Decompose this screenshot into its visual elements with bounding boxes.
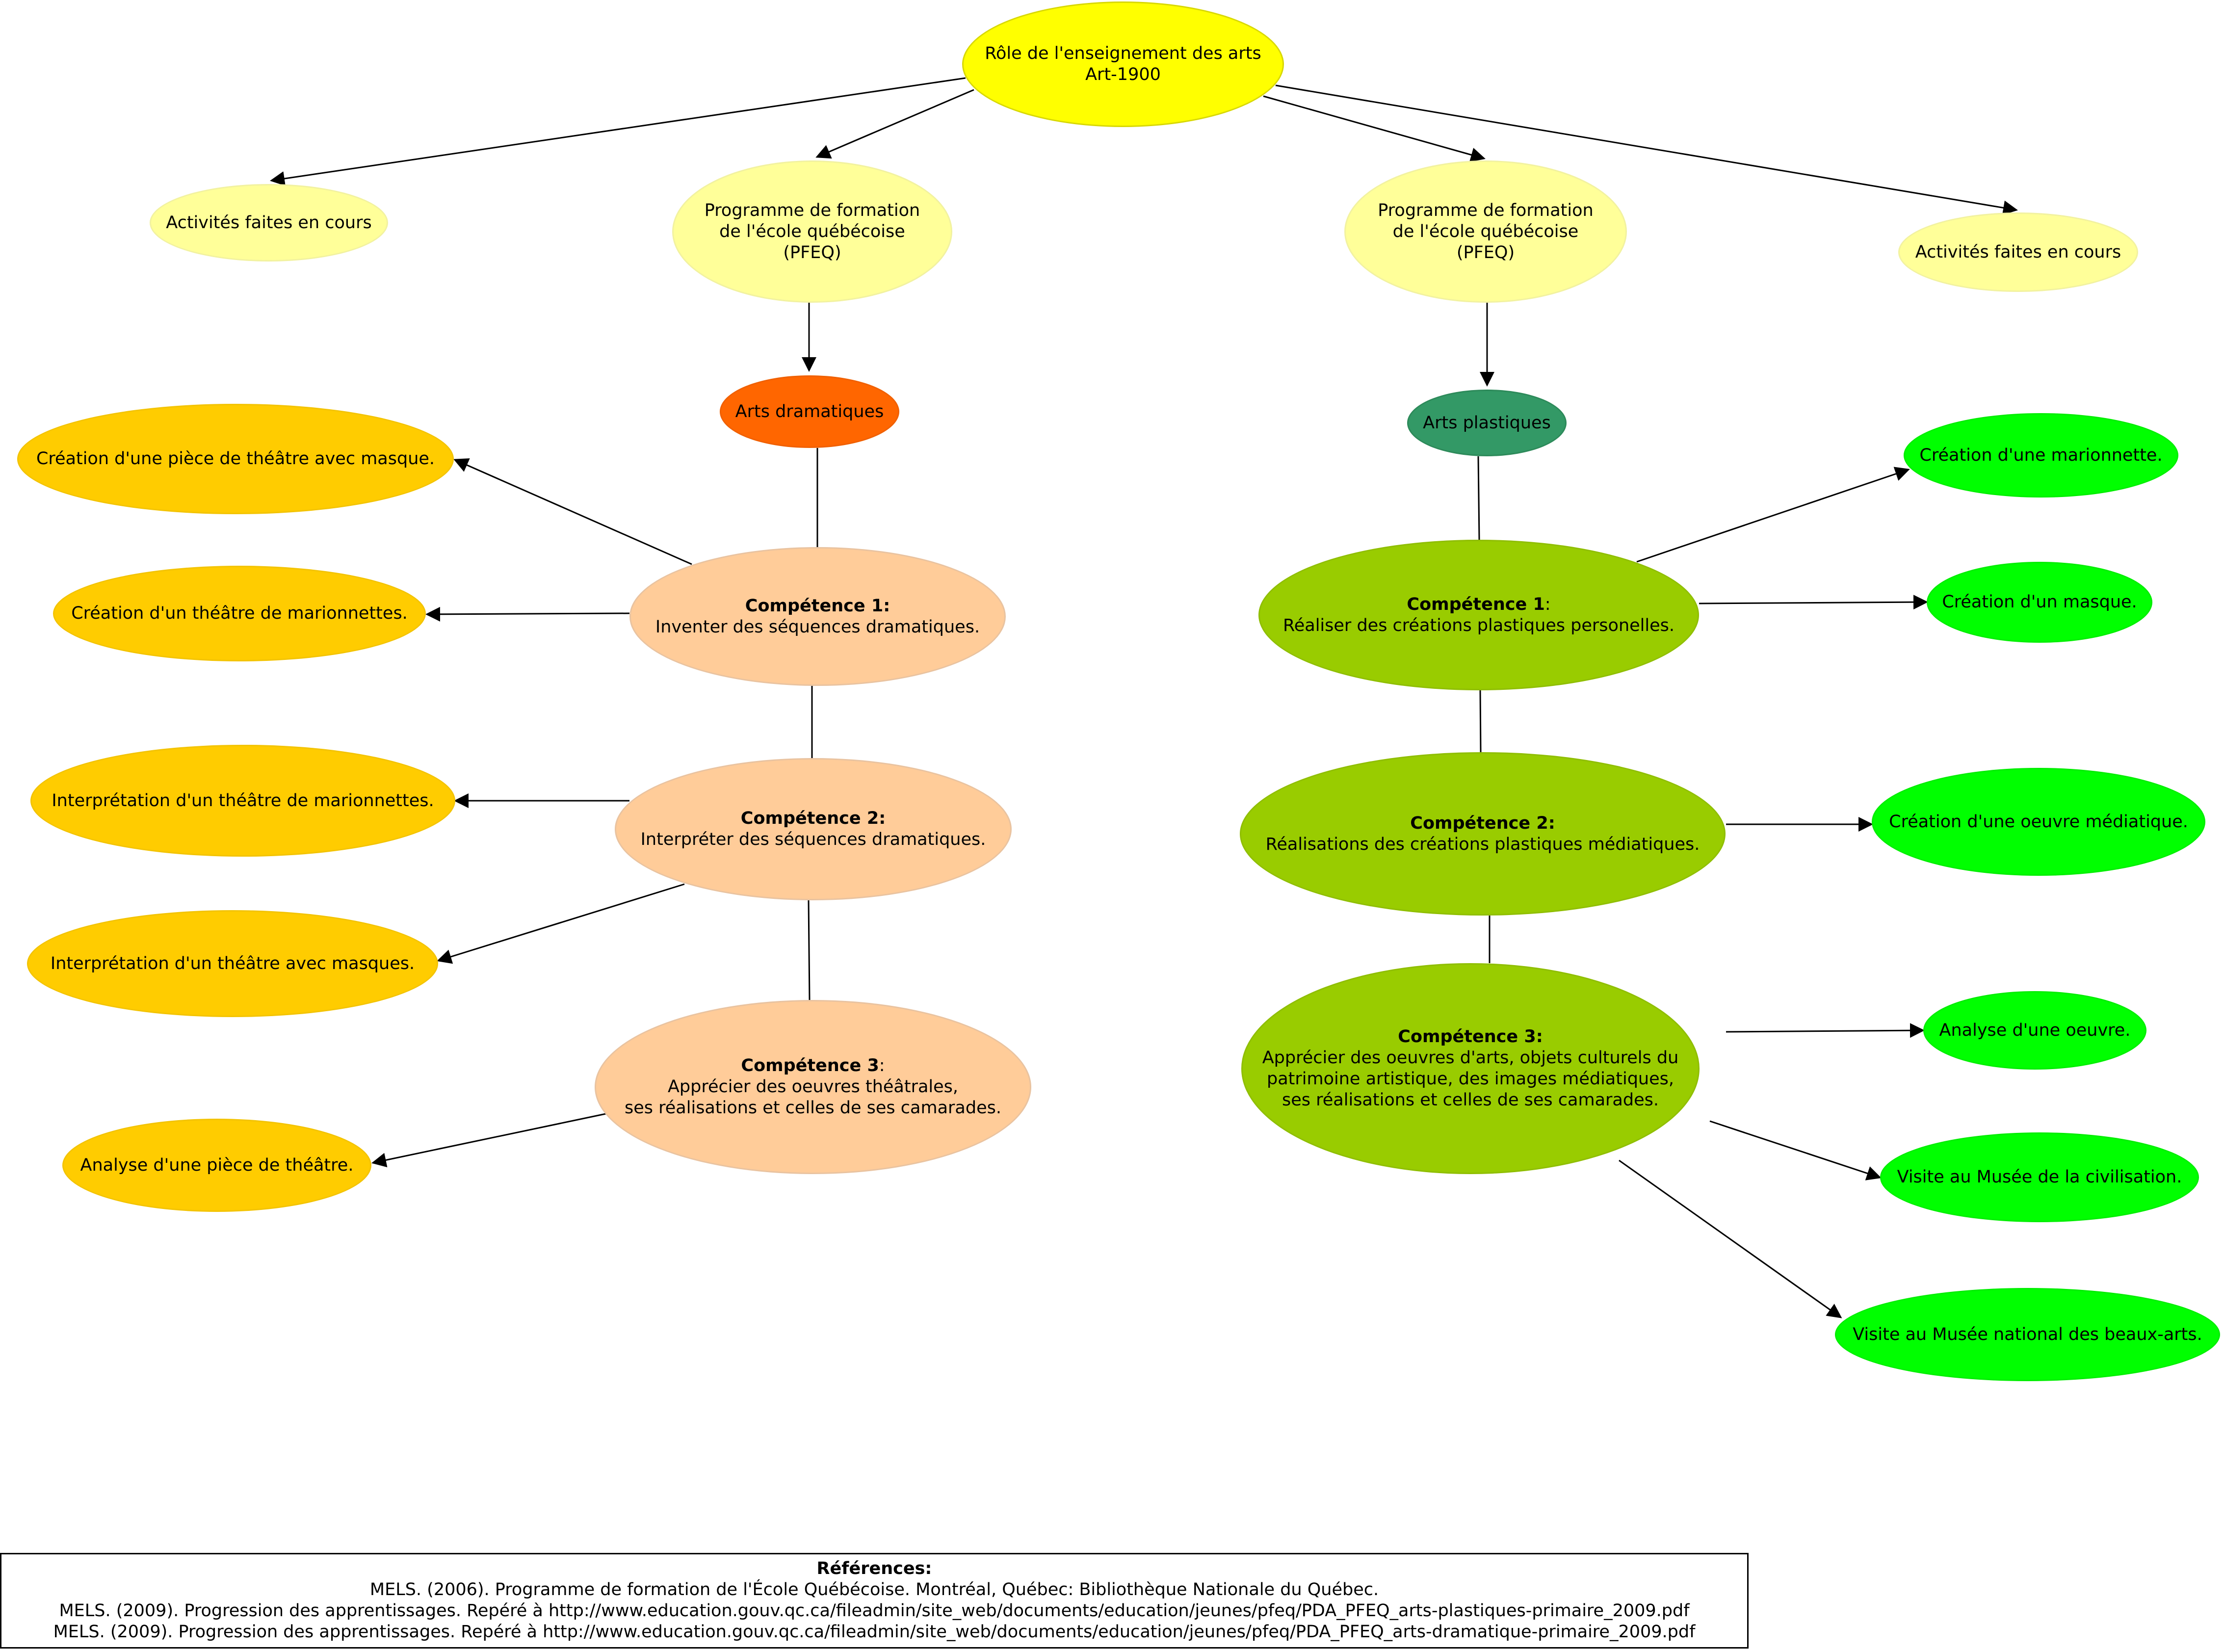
plastic-activity-6-label: Visite au Musée national des beaux-arts.	[1853, 1324, 2202, 1344]
reference-item: MELS. (2009). Progression des apprentiss…	[53, 1622, 1696, 1642]
drama-activity-1-label: Création d'une pièce de théâtre avec mas…	[36, 449, 435, 469]
plastic-activity-5-label: Visite au Musée de la civilisation.	[1897, 1167, 2182, 1187]
drama-c3-line2: ses réalisations et celles de ses camara…	[625, 1098, 1001, 1118]
plastic-activity-1-label: Création d'une marionnette.	[1919, 445, 2163, 465]
drama-node: Arts dramatiques	[720, 375, 899, 448]
plastic-c1-text: Réaliser des créations plastiques person…	[1282, 615, 1675, 635]
drama-activity-5: Analyse d'une pièce de théâtre.	[62, 1119, 371, 1212]
left-activities-label: Activités faites en cours	[166, 212, 372, 233]
plastic-activity-4: Analyse d'une oeuvre.	[1923, 991, 2146, 1070]
drama-competence-1: Compétence 1: Inventer des séquences dra…	[629, 547, 1006, 686]
plastic-activity-2: Création d'un masque.	[1927, 562, 2152, 643]
plastic-activity-2-label: Création d'un masque.	[1942, 592, 2137, 612]
plastic-activity-6: Visite au Musée national des beaux-arts.	[1835, 1288, 2220, 1381]
plastic-competence-2: Compétence 2: Réalisations des créations…	[1240, 752, 1726, 916]
plastic-c3-line2: patrimoine artistique, des images médiat…	[1267, 1069, 1674, 1089]
drama-activity-4: Interprétation d'un théâtre avec masques…	[27, 910, 438, 1017]
pfeq-left-line1: Programme de formation	[704, 200, 920, 220]
plastic-c3-head: Compétence 3:	[1398, 1027, 1543, 1047]
references-box: Références: MELS. (2006). Programme de f…	[0, 1553, 1749, 1649]
edge-dc3-act5	[371, 1113, 606, 1168]
drama-activity-2-label: Création d'un théâtre de marionnettes.	[71, 603, 408, 623]
drama-activity-5-label: Analyse d'une pièce de théâtre.	[80, 1155, 354, 1175]
drama-activity-2: Création d'un théâtre de marionnettes.	[53, 566, 426, 661]
root-node: Rôle de l'enseignement des arts Art-1900	[962, 1, 1284, 127]
plastic-activity-3-label: Création d'une oeuvre médiatique.	[1889, 812, 2188, 832]
drama-activity-3-label: Interprétation d'un théâtre de marionnet…	[52, 790, 434, 811]
drama-title: Arts dramatiques	[735, 401, 884, 421]
drama-competence-3: Compétence 3: Apprécier des oeuvres théâ…	[595, 1000, 1031, 1174]
plastic-c1-head: Compétence 1	[1407, 594, 1545, 614]
drama-activity-3: Interprétation d'un théâtre de marionnet…	[30, 745, 455, 857]
edge-drama-c2-c3	[808, 900, 811, 1000]
drama-activity-4-label: Interprétation d'un théâtre avec masques…	[50, 953, 415, 973]
pfeq-right-line3: (PFEQ)	[1456, 242, 1515, 262]
root-line2: Art-1900	[1085, 65, 1161, 84]
edge-dc2-act4	[437, 883, 685, 964]
edge-plastic-c1-c2	[1479, 690, 1482, 753]
pfeq-left-line3: (PFEQ)	[783, 242, 841, 262]
edge-pc3-act4	[1726, 1023, 1925, 1038]
edge-root-right-activities	[1275, 84, 2018, 215]
drama-competence-2: Compétence 2: Interpréter des séquences …	[615, 758, 1012, 900]
plastic-competence-1: Compétence 1: Réaliser des créations pla…	[1258, 540, 1699, 690]
plastic-competence-3: Compétence 3: Apprécier des oeuvres d'ar…	[1241, 963, 1700, 1174]
drama-c2-text: Interpréter des séquences dramatiques.	[640, 830, 986, 849]
edge-root-pfeq-left	[815, 89, 974, 159]
plastic-activity-1: Création d'une marionnette.	[1904, 413, 2178, 498]
pfeq-right-node: Programme de formation de l'école québéc…	[1344, 160, 1627, 303]
left-activities-node: Activités faites en cours	[150, 184, 388, 262]
plastic-c1-colon: :	[1544, 594, 1551, 614]
pfeq-right-line1: Programme de formation	[1378, 200, 1594, 220]
edge-root-left-activities	[270, 77, 966, 186]
edge-pc3-act6	[1619, 1159, 1842, 1318]
drama-c3-head: Compétence 3	[741, 1056, 879, 1075]
plastic-activity-4-label: Analyse d'une oeuvre.	[1939, 1020, 2131, 1040]
plastic-c3-line1: Apprécier des oeuvres d'arts, objets cul…	[1262, 1048, 1679, 1068]
references-title: Références:	[816, 1559, 932, 1578]
right-activities-node: Activités faites en cours	[1898, 212, 2138, 292]
plastic-c2-head: Compétence 2:	[1410, 813, 1555, 833]
plastic-activity-3: Création d'une oeuvre médiatique.	[1872, 768, 2205, 876]
plastic-c3-line3: ses réalisations et celles de ses camara…	[1282, 1090, 1659, 1110]
pfeq-left-node: Programme de formation de l'école québéc…	[672, 160, 952, 303]
root-line1: Rôle de l'enseignement des arts	[985, 44, 1261, 63]
edge-root-pfeq-right	[1263, 95, 1486, 162]
drama-c1-text: Inventer des séquences dramatiques.	[655, 617, 980, 637]
edge-pc3-act5	[1709, 1120, 1882, 1180]
edge-pc1-act1	[1636, 467, 1910, 563]
drama-c1-head: Compétence 1:	[745, 596, 890, 616]
drama-c2-head: Compétence 2:	[740, 809, 886, 828]
right-activities-label: Activités faites en cours	[1915, 242, 2121, 262]
edge-pc1-act2	[1699, 595, 1928, 610]
plastic-activity-5: Visite au Musée de la civilisation.	[1880, 1132, 2199, 1222]
plastic-node: Arts plastiques	[1407, 390, 1567, 456]
reference-item: MELS. (2006). Programme de formation de …	[369, 1580, 1379, 1600]
edge-plastic-c1	[1477, 456, 1480, 540]
plastic-title: Arts plastiques	[1423, 413, 1551, 433]
edge-dc1-act2	[425, 606, 630, 622]
drama-c3-line1: Apprécier des oeuvres théâtrales,	[667, 1077, 959, 1097]
pfeq-left-line2: de l'école québécoise	[719, 221, 905, 241]
drama-activity-1: Création d'une pièce de théâtre avec mas…	[17, 404, 454, 514]
drama-c3-colon: :	[879, 1056, 885, 1075]
plastic-c2-text: Réalisations des créations plastiques mé…	[1265, 834, 1700, 854]
pfeq-right-line2: de l'école québécoise	[1392, 221, 1579, 241]
reference-item: MELS. (2009). Progression des apprentiss…	[59, 1601, 1690, 1621]
edge-dc1-act1	[453, 458, 692, 565]
